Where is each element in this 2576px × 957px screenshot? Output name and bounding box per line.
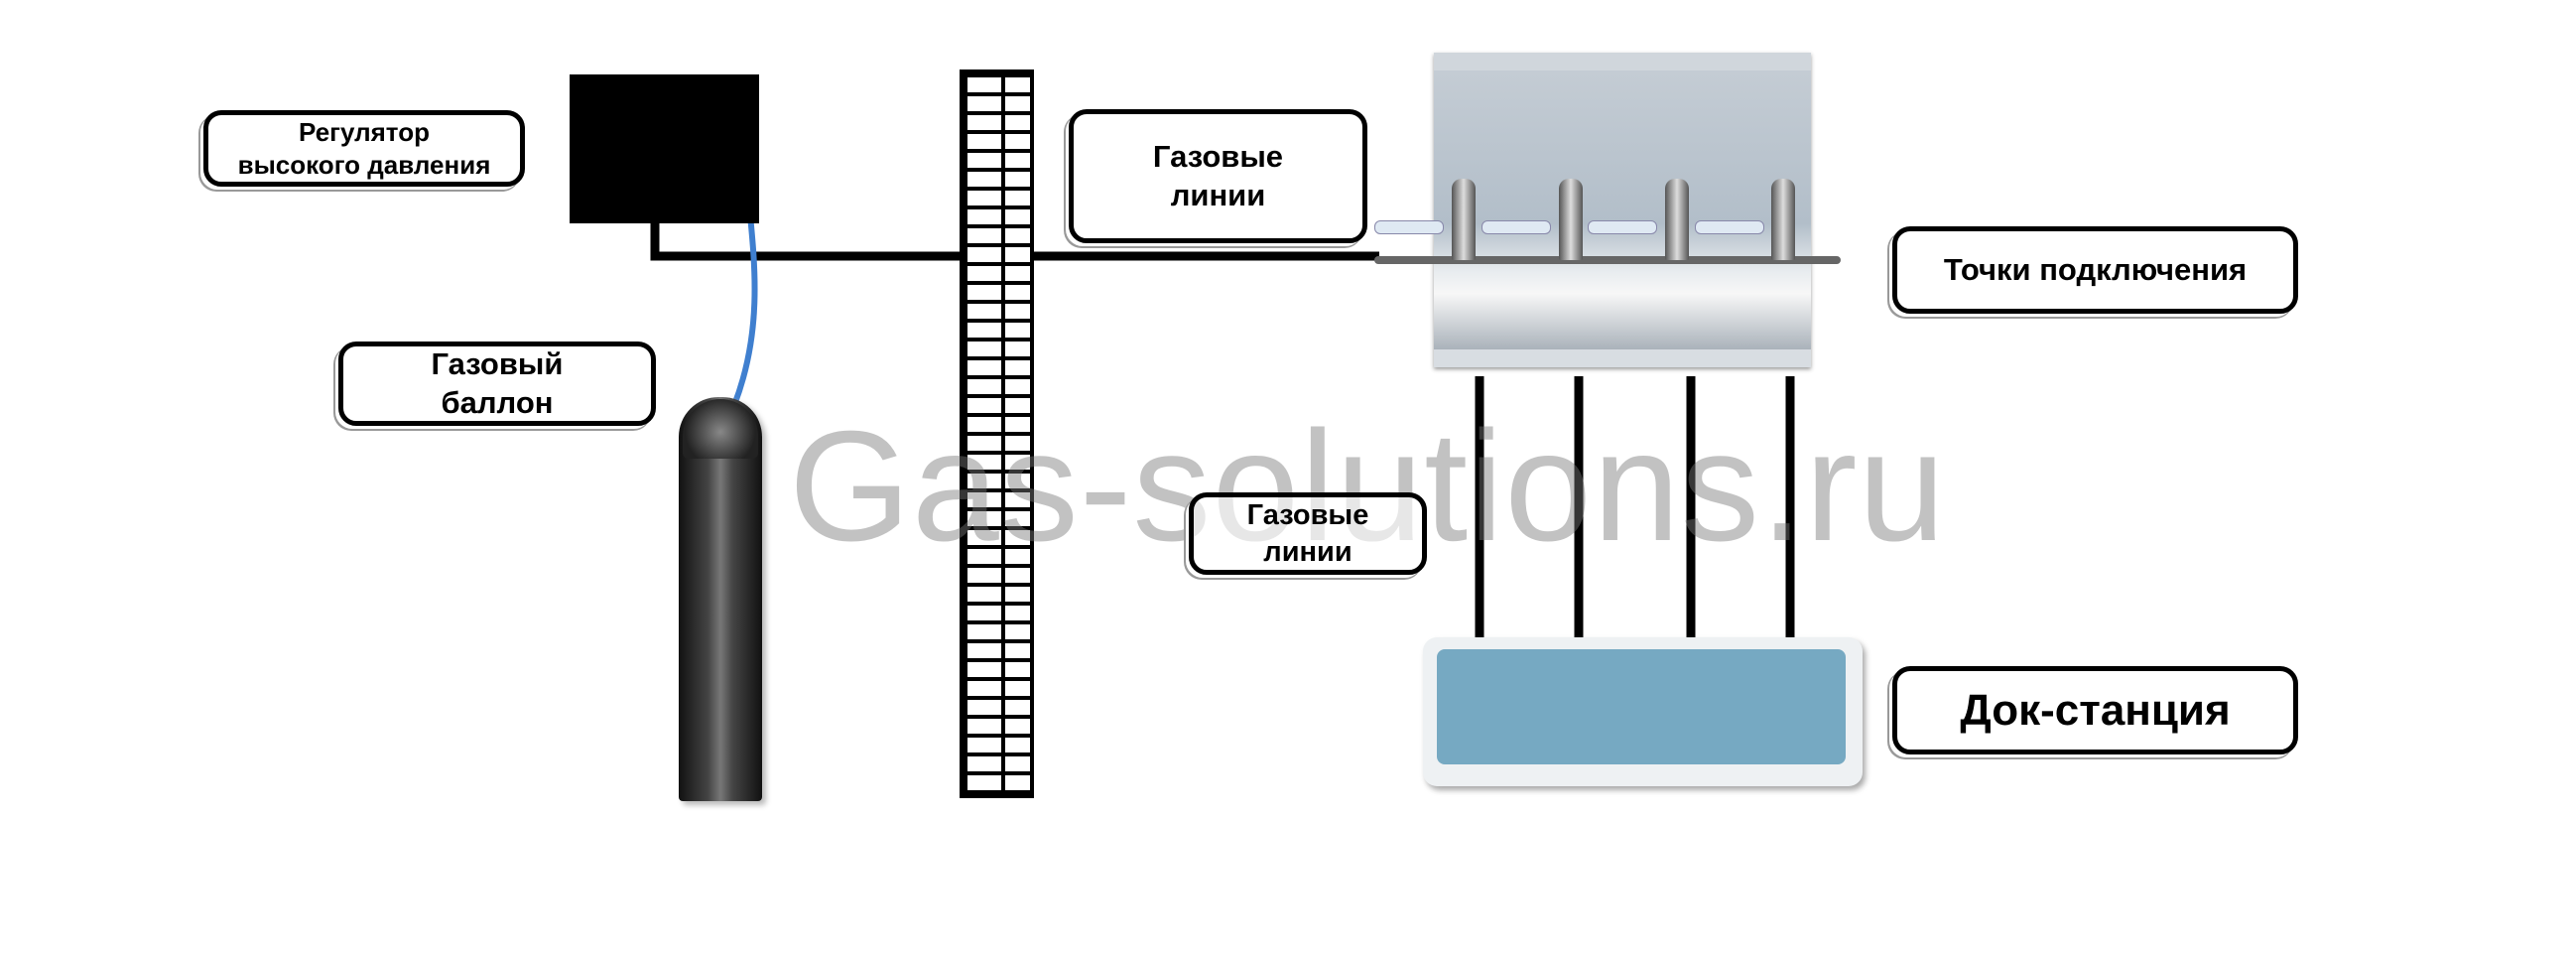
label-line: Газовые (1152, 138, 1284, 174)
label-line: линии (1170, 177, 1266, 212)
label-line: линии (1263, 535, 1352, 568)
cylinder-cap (683, 399, 758, 459)
label-line: Газовые (1246, 499, 1369, 532)
label-line: Газовый (431, 345, 564, 381)
brick-wall (960, 69, 1034, 798)
label-text: Док-станция (1960, 686, 2231, 735)
dock-station-screen (1437, 649, 1846, 764)
label-dock-station: Док-станция (1892, 666, 2298, 754)
label-text: Точки подключения (1943, 251, 2248, 287)
main-gas-pipe (650, 223, 1379, 261)
valve (1665, 179, 1689, 260)
high-pressure-regulator (570, 74, 759, 223)
drop-lines (1475, 376, 1795, 641)
valve (1771, 179, 1795, 260)
label-connection-points: Точки подключения (1892, 226, 2298, 314)
valve-handle (1588, 220, 1657, 234)
valve (1452, 179, 1476, 260)
label-line: высокого давления (237, 149, 491, 180)
valve-handle (1481, 220, 1551, 234)
blue-hose (731, 194, 758, 407)
manifold-pipe (1374, 256, 1841, 264)
label-line: баллон (441, 384, 554, 420)
valve-handle (1374, 220, 1444, 234)
valve-handle (1695, 220, 1764, 234)
gas-cylinder (679, 397, 762, 801)
valve (1559, 179, 1583, 260)
manifold-panel (1434, 53, 1811, 367)
label-line: Регулятор (299, 117, 430, 147)
